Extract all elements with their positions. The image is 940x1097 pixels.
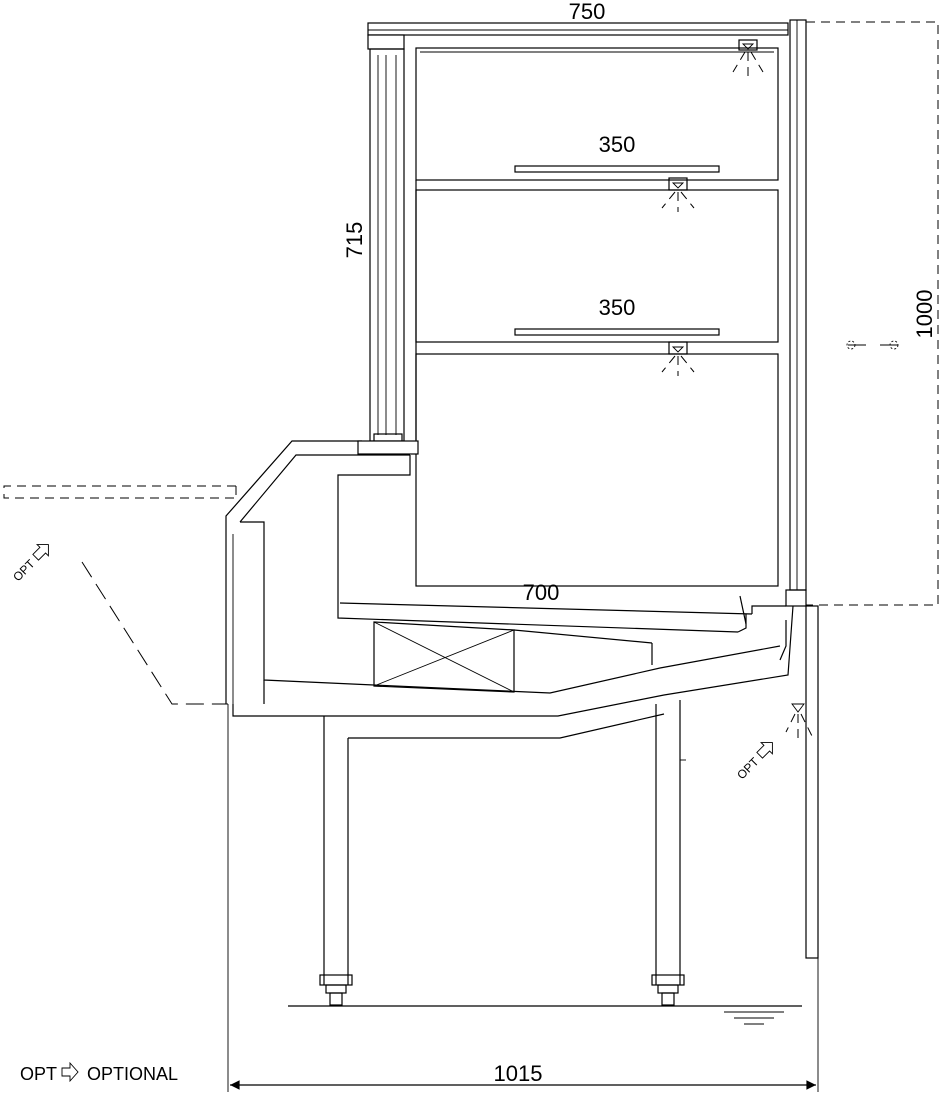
shelf-upper (514, 165, 720, 173)
light-middle-icon (661, 177, 695, 212)
legend: OPT OPTIONAL (20, 1061, 178, 1084)
shelf-lower (514, 328, 720, 336)
legend-meaning: OPTIONAL (87, 1064, 178, 1084)
dim-shelf-lower: 350 (599, 295, 636, 320)
opt-right-label: OPT (734, 754, 762, 782)
overall-depth-dimension: 1015 (227, 704, 819, 1092)
compartments (415, 47, 779, 587)
dim-rear-height: 1000 (912, 290, 937, 339)
support-legs (319, 700, 686, 1006)
rear-dashed-extension (806, 21, 939, 606)
dim-shelf-upper: 350 (599, 132, 636, 157)
top-canopy (367, 22, 789, 50)
floor-line (288, 1005, 802, 1025)
opt-mark-right: OPT (734, 742, 773, 782)
optional-front-support (81, 561, 228, 705)
light-bottom-icon (661, 341, 695, 376)
opt-mark-left: OPT (10, 544, 49, 584)
optional-rear-light-icon (785, 703, 813, 740)
rear-tray (739, 595, 787, 661)
compressor-box (373, 621, 653, 693)
legend-arrow-icon (61, 1061, 79, 1083)
dim-glass-height: 715 (342, 222, 367, 259)
rear-lower-panel (805, 605, 819, 959)
light-top-icon (732, 39, 764, 76)
front-glass-profile (369, 48, 405, 443)
dim-top-width: 750 (569, 0, 606, 24)
legend-abbreviation: OPT (20, 1064, 57, 1084)
dim-overall-depth: 1015 (494, 1061, 543, 1086)
rear-column (785, 19, 807, 607)
optional-front-shelf (3, 485, 237, 499)
opt-left-label: OPT (10, 556, 38, 584)
dim-base-depth: 700 (523, 580, 560, 605)
counter-body (225, 440, 794, 717)
